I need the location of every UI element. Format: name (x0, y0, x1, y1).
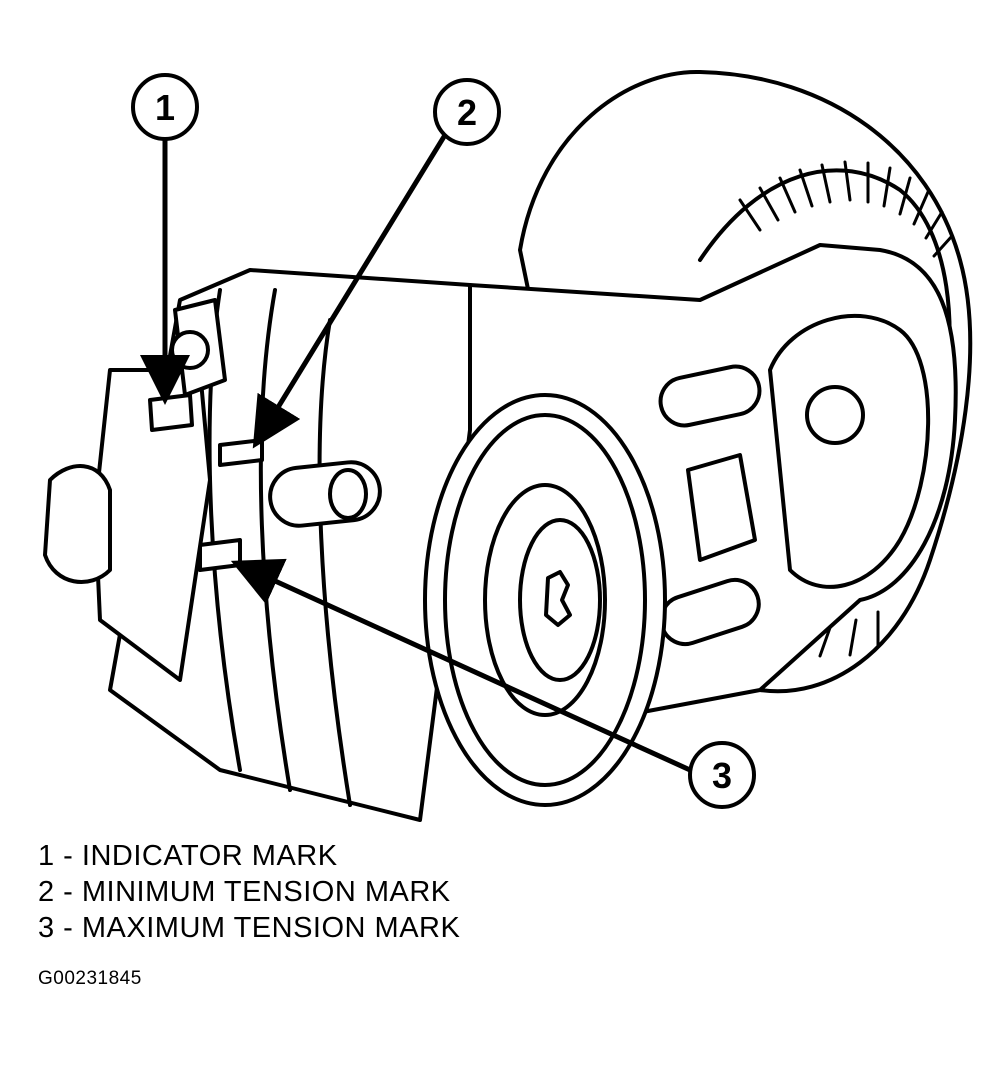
callout-2-number: 2 (457, 92, 477, 133)
figure-id: G00231845 (38, 968, 142, 989)
legend-item-3: 3 - MAXIMUM TENSION MARK (38, 912, 461, 944)
legend: 1 - INDICATOR MARK 2 - MINIMUM TENSION M… (38, 838, 460, 946)
callout-3-number: 3 (712, 755, 732, 796)
legend-item-1: 1 - INDICATOR MARK (38, 840, 338, 872)
belt-tensioner-illustration: 1 2 3 (43, 69, 973, 822)
front-pulley (423, 393, 667, 807)
callout-1-number: 1 (155, 87, 175, 128)
callout-3-leader (230, 558, 692, 773)
callout-2-leader (252, 133, 448, 449)
callout-1: 1 (131, 73, 199, 141)
legend-item-2: 2 - MINIMUM TENSION MARK (38, 876, 451, 908)
callout-2: 2 (433, 78, 501, 146)
callout-3: 3 (688, 741, 756, 809)
